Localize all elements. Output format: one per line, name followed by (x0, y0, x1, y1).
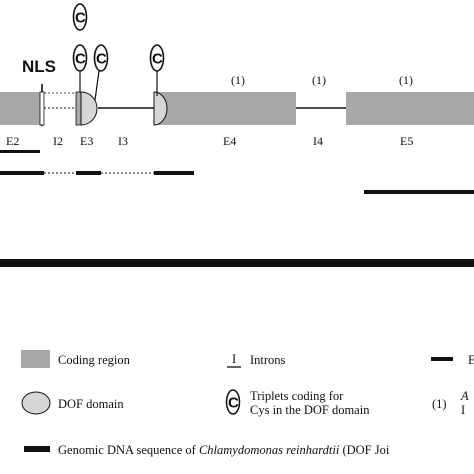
label-e2: E2 (6, 134, 19, 148)
ref-mark-e4: (1) (231, 73, 245, 87)
legend-genomic-species: Chlamydomonas reinhardtii (199, 443, 340, 457)
coverage-bar-2a (0, 171, 44, 175)
cys-marker-e4: C (149, 44, 165, 72)
svg-text:C: C (96, 51, 107, 68)
ref-mark-e5: (1) (399, 73, 413, 87)
svg-text:C: C (228, 395, 239, 412)
legend-dof-swatch (21, 391, 51, 415)
coverage-bar-2b (76, 171, 101, 175)
coverage-bar-e2 (0, 150, 40, 153)
dof-domain-e3 (80, 91, 98, 126)
legend-genomic-swatch (24, 446, 50, 452)
nls-label: NLS (22, 57, 56, 76)
coverage-bar-2c (154, 171, 194, 175)
legend-ref-text-top: A (460, 389, 469, 403)
legend-dof-label: DOF domain (58, 397, 124, 411)
nls-stripe (39, 91, 45, 126)
exon-e4 (154, 92, 296, 125)
legend-coding-swatch (21, 350, 50, 368)
legend-ref-text-bottom: I (461, 403, 465, 417)
exon-e5 (346, 92, 474, 125)
svg-text:C: C (75, 51, 86, 68)
dof-domain-e4 (153, 91, 168, 126)
legend-genomic-label: Genomic DNA sequence of Chlamydomonas re… (58, 443, 390, 457)
cys-stem-e3b (94, 70, 100, 101)
exon-e2 (0, 92, 42, 125)
label-i4: I4 (313, 134, 323, 148)
exon-e3 (75, 91, 82, 126)
svg-text:C: C (152, 51, 163, 68)
legend-cys-icon: C (225, 389, 241, 415)
label-e5: E5 (400, 134, 413, 148)
cys-marker-e3a: C (72, 44, 88, 72)
genomic-sequence-bar (0, 259, 474, 267)
legend-intron-symbol: I (232, 352, 236, 366)
legend-coding-label: Coding region (58, 353, 131, 367)
legend-bar-swatch (431, 357, 453, 361)
label-e4: E4 (223, 134, 236, 148)
legend-genomic-prefix: Genomic DNA sequence of (58, 443, 199, 457)
coverage-bar-e5 (364, 190, 474, 194)
label-i3: I3 (118, 134, 128, 148)
legend-cys-line1: Triplets coding for (250, 389, 344, 403)
legend-intron-label: Introns (250, 353, 286, 367)
svg-text:C: C (75, 10, 86, 27)
legend-cys-line2: Cys in the DOF domain (250, 403, 370, 417)
legend-genomic-suffix: (DOF Joi (339, 443, 390, 457)
label-i2: I2 (53, 134, 63, 148)
label-e3: E3 (80, 134, 93, 148)
cys-marker-top: C (72, 3, 88, 31)
legend-ref-symbol: (1) (432, 397, 447, 411)
ref-mark-i4: (1) (312, 73, 326, 87)
cys-marker-e3b: C (93, 44, 109, 72)
legend-bar-label: E (468, 353, 474, 367)
